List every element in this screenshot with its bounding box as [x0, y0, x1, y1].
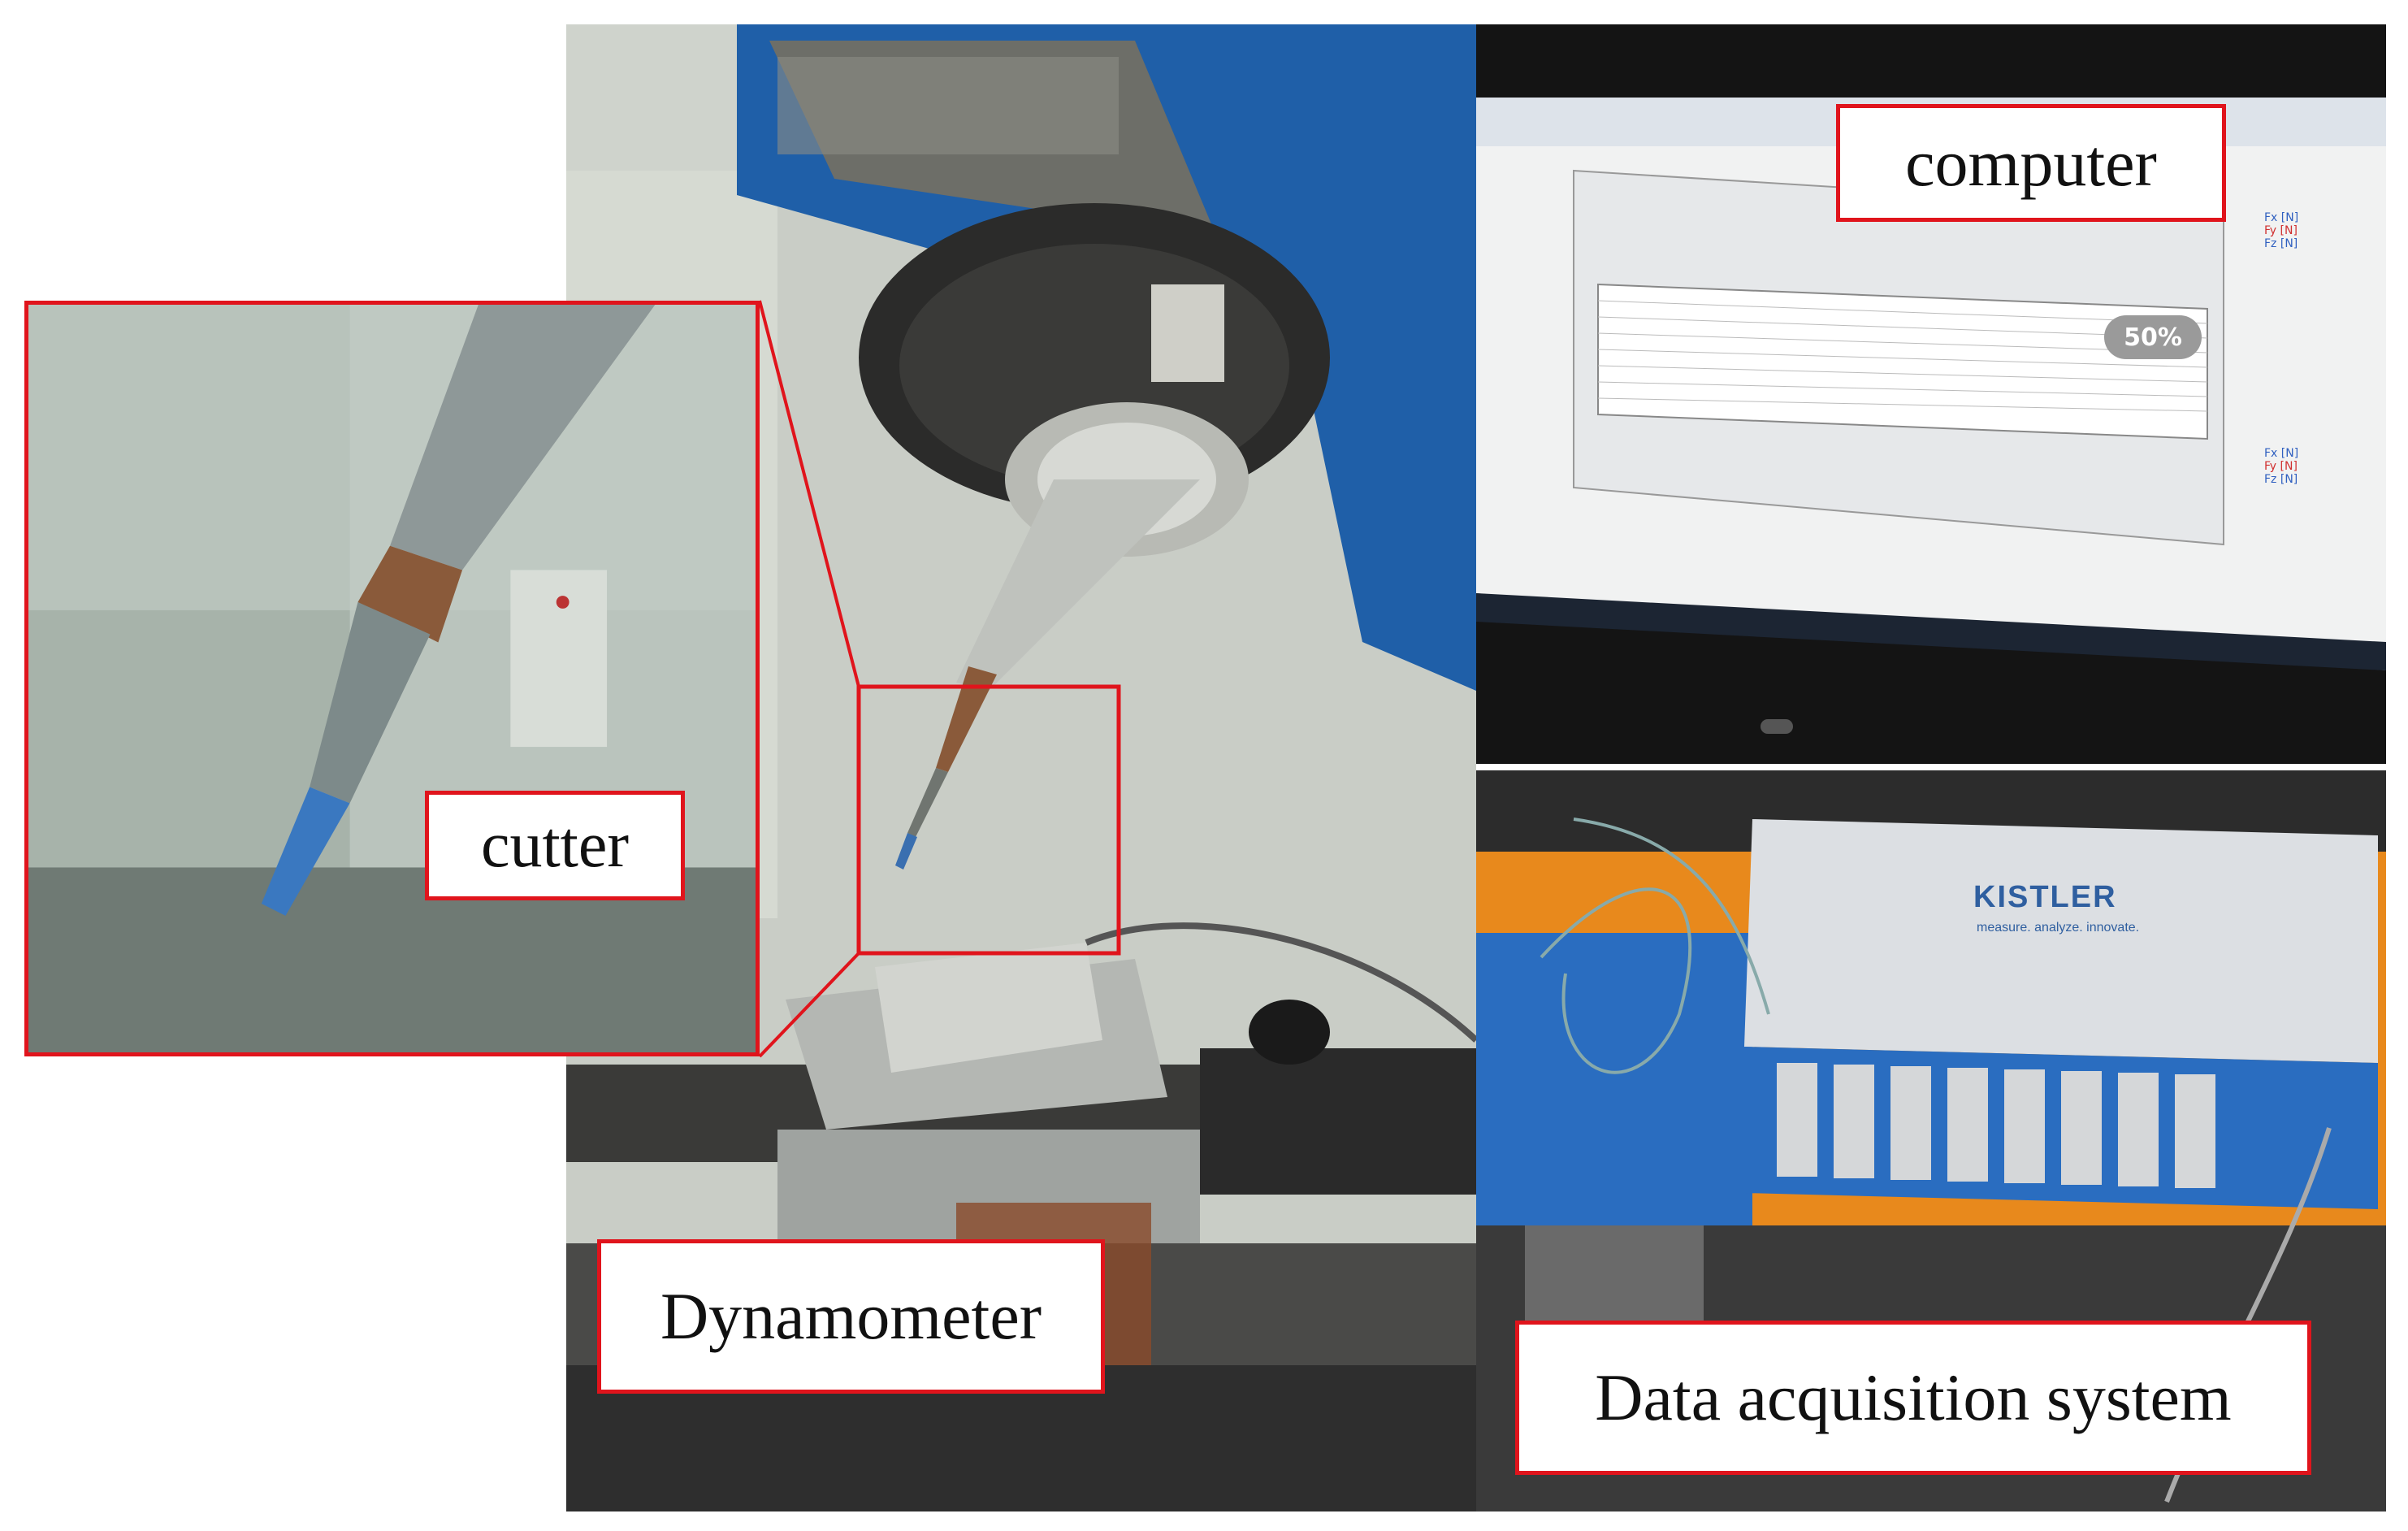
cutter-label: cutter	[425, 791, 685, 900]
computer-label: computer	[1836, 104, 2226, 222]
force-label-fx: Fx [N]	[2264, 211, 2299, 224]
kistler-logo: KISTLER	[1973, 880, 2117, 914]
force-label-fz: Fz [N]	[2264, 237, 2298, 250]
force-legend-bottom: Fx [N] Fy [N] Fz [N]	[2264, 447, 2298, 486]
progress-text: 50%	[2124, 323, 2182, 352]
force-label-fx-2: Fx [N]	[2264, 447, 2299, 460]
dynamometer-label: Dynamometer	[597, 1239, 1105, 1394]
cutter-zoom-drawing	[28, 305, 756, 1052]
machine-photo	[566, 24, 1476, 1511]
force-label-fy: Fy [N]	[2264, 224, 2298, 237]
monitor-drawing	[1476, 24, 2386, 764]
cutter-zoom-inset	[24, 301, 760, 1056]
progress-indicator: 50%	[2104, 315, 2202, 359]
force-legend-top: Fx [N] Fy [N] Fz [N]	[2264, 211, 2298, 250]
computer-photo: 50% Fx [N] Fy [N] Fz [N] Fx [N] Fy [N] F…	[1476, 24, 2386, 764]
force-label-fy-2: Fy [N]	[2264, 460, 2298, 473]
machine-photo-drawing	[566, 24, 1476, 1511]
force-label-fz-2: Fz [N]	[2264, 473, 2298, 486]
kistler-slogan: measure. analyze. innovate.	[1977, 921, 2140, 935]
daq-label: Data acquisition system	[1515, 1321, 2311, 1475]
